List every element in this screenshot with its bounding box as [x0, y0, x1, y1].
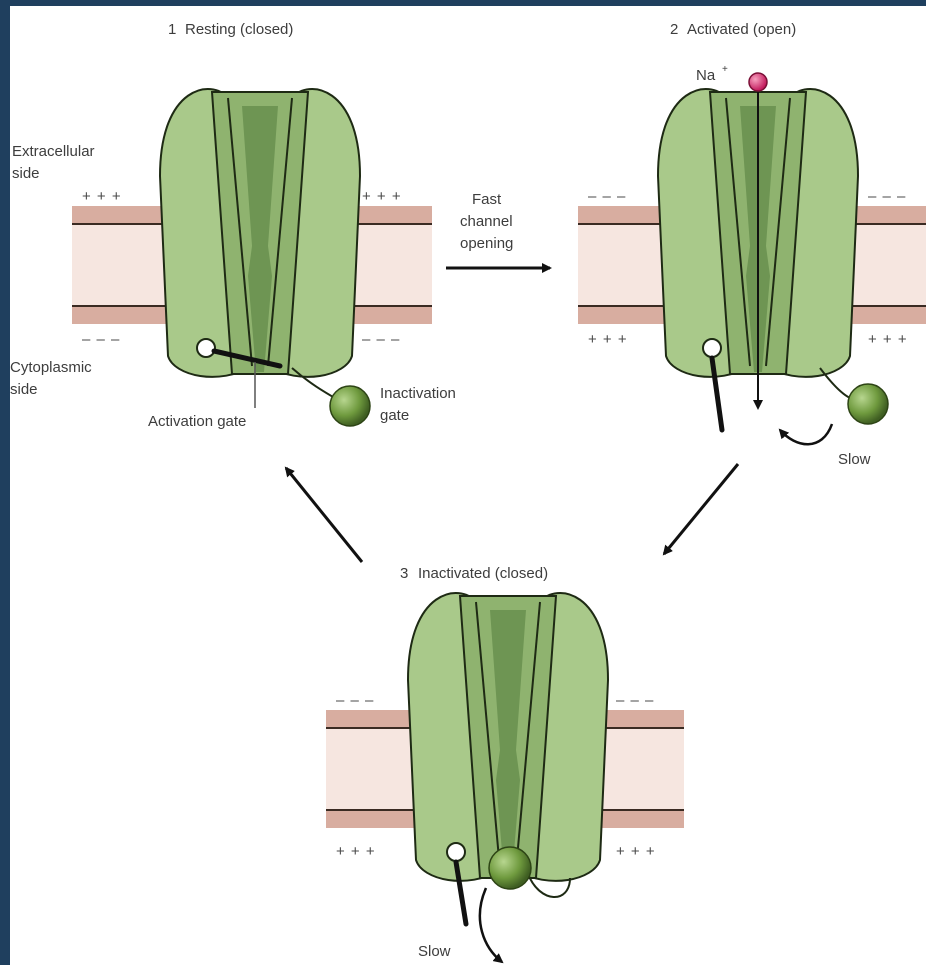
- slow-arrow-2: [780, 424, 832, 444]
- state-2-top-charges-right: – – –: [868, 188, 906, 205]
- state-2-top-charges: – – –: [588, 188, 626, 205]
- cytoplasmic-side-label: side: [10, 381, 38, 398]
- state-3-number: 3: [400, 565, 408, 582]
- arrow-to-resting: [286, 468, 362, 562]
- state-2-bottom-charges: + + +: [588, 331, 628, 348]
- ion-charge-label: +: [722, 64, 728, 75]
- state-2-bottom-charges-right: + + +: [868, 331, 908, 348]
- slow-label-3: Slow: [418, 943, 451, 960]
- sodium-channel-diagram: 1 Resting (closed) + + + + + + – – – – –…: [10, 6, 926, 965]
- slow-arrow-3: [480, 888, 502, 962]
- state-1-number: 1: [168, 21, 176, 38]
- transition-fast-opening: Fast channel opening: [446, 191, 550, 268]
- inactivation-gate-ball-3: [489, 847, 531, 889]
- inactivation-gate-ball-1: [330, 386, 370, 426]
- channel-protein-1: [160, 89, 360, 377]
- state-1-top-charges-right: + + +: [362, 188, 402, 205]
- inactivation-tether-2: [820, 368, 850, 398]
- activation-gate-label: Activation gate: [148, 413, 246, 430]
- figure-frame: 1 Resting (closed) + + + + + + – – – – –…: [10, 6, 926, 965]
- state-1-top-charges: + + +: [82, 188, 122, 205]
- state-3-title: Inactivated (closed): [418, 565, 548, 582]
- state-1-title: Resting (closed): [185, 21, 293, 38]
- activation-gate-hinge-1: [197, 339, 215, 357]
- extracellular-side-label: side: [12, 165, 40, 182]
- state-1-bottom-charges-right: – – –: [362, 331, 400, 348]
- state-2-activated: 2 Activated (open) – – – – – – + + + + +…: [578, 21, 926, 468]
- state-3-bottom-charges-right: + + +: [616, 843, 656, 860]
- state-3-bottom-charges: + + +: [336, 843, 376, 860]
- sodium-ion: [749, 73, 767, 91]
- cytoplasmic-label: Cytoplasmic: [10, 359, 92, 376]
- extracellular-label: Extracellular: [12, 143, 95, 160]
- state-1-bottom-charges: – – –: [82, 331, 120, 348]
- state-3-inactivated: 3 Inactivated (closed) – – – – – – + + +…: [326, 565, 684, 962]
- opening-label: opening: [460, 235, 513, 252]
- arrow-to-inactivated: [664, 464, 738, 554]
- inactivation-gate-label: Inactivation: [380, 385, 456, 402]
- activation-gate-hinge-2: [703, 339, 721, 357]
- state-2-title: Activated (open): [687, 21, 796, 38]
- ion-label: Na: [696, 67, 716, 84]
- slow-label-2: Slow: [838, 451, 871, 468]
- state-3-top-charges: – – –: [336, 692, 374, 709]
- state-3-top-charges-right: – – –: [616, 692, 654, 709]
- activation-gate-hinge-3: [447, 843, 465, 861]
- channel-protein-3: [408, 593, 608, 881]
- state-2-number: 2: [670, 21, 678, 38]
- state-1-resting: 1 Resting (closed) + + + + + + – – – – –…: [10, 21, 456, 430]
- fast-label: Fast: [472, 191, 502, 208]
- inactivation-gate-label-2: gate: [380, 407, 409, 424]
- inactivation-gate-ball-2: [848, 384, 888, 424]
- channel-label: channel: [460, 213, 513, 230]
